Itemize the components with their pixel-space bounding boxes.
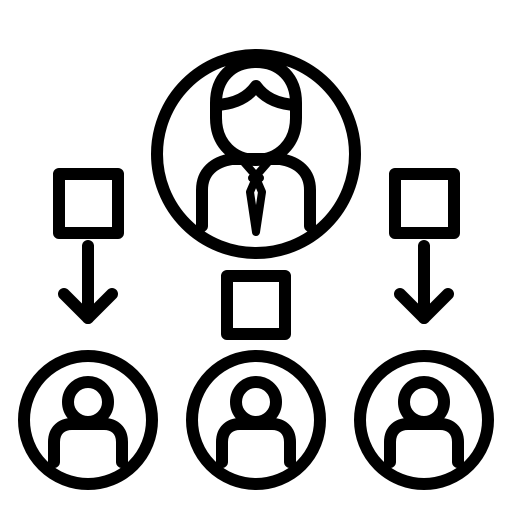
employee-icon: [384, 376, 464, 468]
employee-icon: [216, 376, 296, 468]
manager-head: [210, 56, 302, 166]
employee-node: [186, 350, 326, 490]
arrow-down-icon: [58, 240, 118, 324]
task-square-icon: [221, 270, 291, 340]
manager-hair: [210, 80, 302, 111]
task-square-icon: [53, 168, 124, 239]
employee-icon: [48, 376, 128, 468]
manager-body: [196, 153, 316, 232]
employee-node: [18, 350, 158, 490]
employee-node: [354, 350, 494, 490]
employee-circle: [354, 350, 494, 490]
task-square-icon: [389, 168, 460, 239]
arrow-down-icon: [394, 240, 454, 324]
manager-tie: [246, 174, 266, 236]
employee-circle: [186, 350, 326, 490]
manager-with-tie-icon: [196, 56, 316, 236]
manager-node: [151, 49, 361, 259]
manager-circle: [151, 49, 361, 259]
employee-circle: [18, 350, 158, 490]
